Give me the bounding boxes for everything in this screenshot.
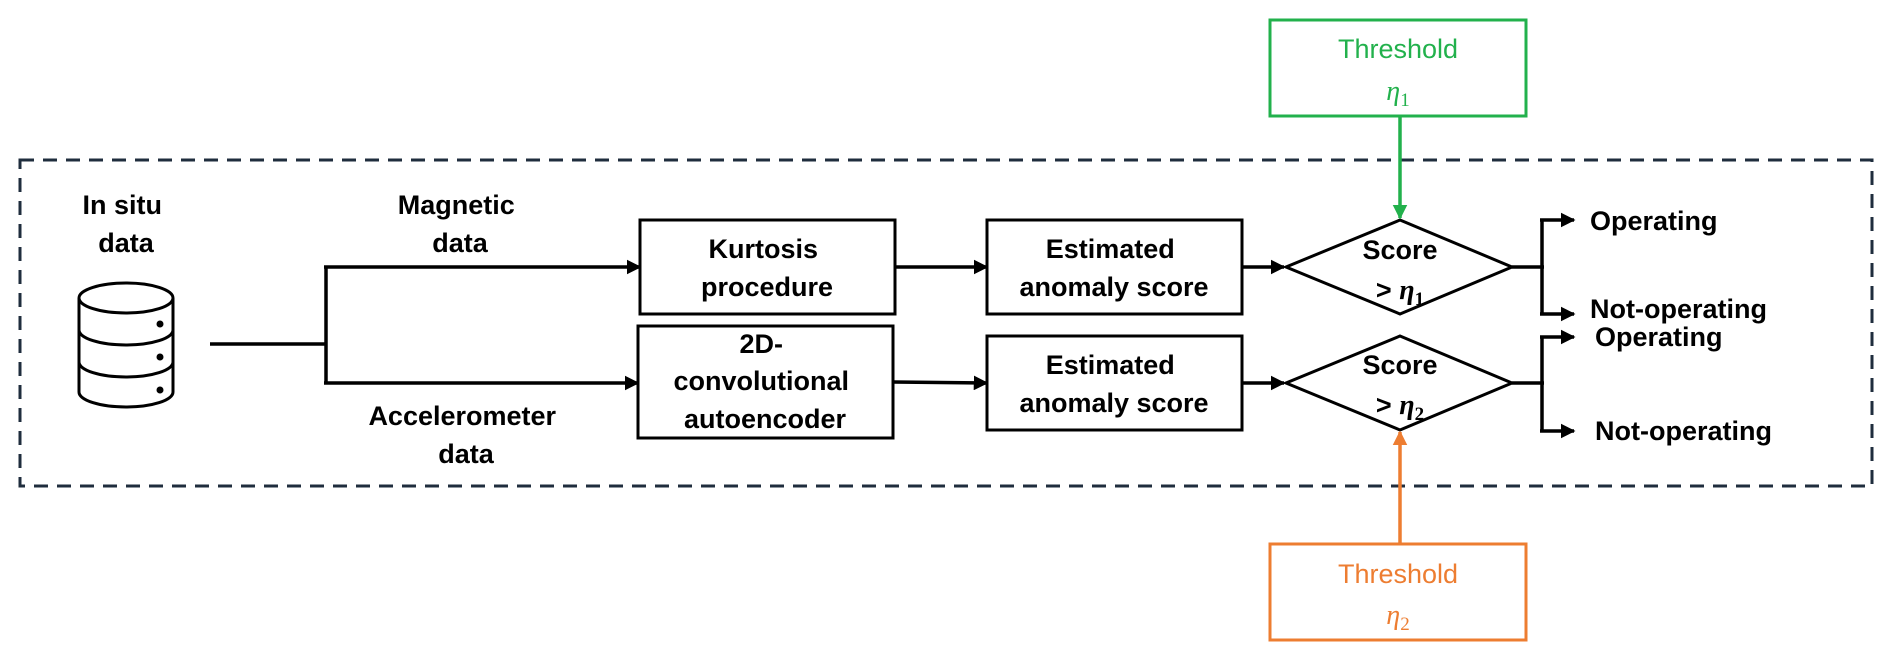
decision-condition-top: > η1 bbox=[1376, 275, 1424, 310]
output-not-operating-bottom: Not-operating bbox=[1595, 416, 1772, 446]
decision-label-bottom: Score bbox=[1362, 350, 1437, 380]
output-operating-top: Operating bbox=[1590, 206, 1718, 236]
decision-condition-bottom: > η2 bbox=[1376, 390, 1424, 425]
kurtosis-procedure-label: Kurtosis procedure bbox=[701, 234, 833, 302]
anomaly-score-box-bottom bbox=[985, 334, 1244, 432]
magnetic-data-label: Magnetic data bbox=[398, 190, 523, 258]
decision-label-top: Score bbox=[1362, 235, 1437, 265]
autoencoder-label: 2D- convolutional autoencoder bbox=[673, 329, 856, 434]
input-data-label: In situ data bbox=[82, 190, 169, 258]
decision-diamond-bottom bbox=[1282, 334, 1516, 432]
decision-diamond-top bbox=[1282, 218, 1516, 316]
threshold-box-top bbox=[1268, 18, 1528, 118]
threshold-box-bottom bbox=[1268, 542, 1528, 642]
output-operating-bottom: Operating bbox=[1595, 322, 1723, 352]
threshold-symbol-bottom: η2 bbox=[1386, 600, 1409, 635]
anomaly-score-label-top: Estimated anomaly score bbox=[1019, 234, 1208, 302]
threshold-label-bottom: Threshold bbox=[1338, 559, 1458, 589]
threshold-label-top: Threshold bbox=[1338, 34, 1458, 64]
autoencoder-box bbox=[636, 324, 895, 440]
kurtosis-procedure-box bbox=[638, 218, 897, 316]
system-boundary-frame bbox=[18, 158, 1874, 488]
accelerometer-data-label: Accelerometer data bbox=[368, 401, 563, 469]
database-icon bbox=[77, 281, 175, 409]
threshold-symbol-top: η1 bbox=[1386, 76, 1409, 111]
autoencoder-to-score-arrow bbox=[892, 375, 989, 391]
anomaly-score-label-bottom: Estimated anomaly score bbox=[1019, 350, 1208, 418]
anomaly-score-box-top bbox=[985, 218, 1244, 316]
output-not-operating-top: Not-operating bbox=[1590, 294, 1767, 324]
